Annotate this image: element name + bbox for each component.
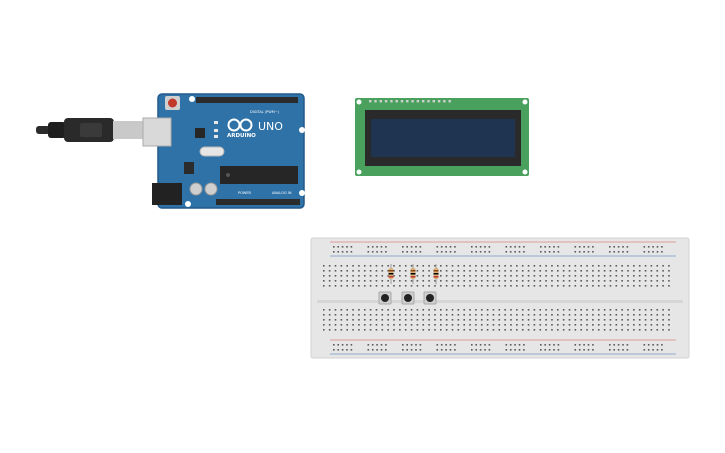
chip-notch (226, 173, 230, 177)
resistor-3[interactable] (433, 264, 439, 284)
lcd-mount-hole-1 (356, 99, 362, 105)
power-label: POWER (238, 191, 252, 195)
arduino-model-label: UNO (258, 120, 283, 133)
pushbutton-3[interactable] (423, 291, 437, 305)
atmega-chip (220, 166, 298, 184)
reset-button[interactable] (168, 98, 177, 108)
pushbutton-2[interactable] (401, 291, 415, 305)
lcd-mount-hole-4 (522, 169, 528, 175)
usb-jack (142, 117, 172, 147)
usb-b-connector (113, 121, 143, 139)
lcd-pin-header (369, 100, 451, 103)
usb-strain-relief (48, 122, 66, 138)
breadboard[interactable] (310, 237, 690, 359)
usb-plug-tip (36, 126, 50, 134)
power-analog-header (216, 199, 300, 205)
lcd-mount-hole-3 (356, 169, 362, 175)
led-tx (214, 129, 218, 132)
voltage-regulator (184, 162, 194, 174)
capacitor-1 (189, 182, 203, 196)
usb-interface-chip (195, 128, 205, 138)
mount-hole-4 (185, 201, 191, 207)
digital-pins-label: DIGITAL (PWM~) (250, 110, 280, 114)
arduino-uno-board[interactable]: ARDUINO UNO DIGITAL (PWM~) POWER ANALOG … (142, 93, 305, 209)
resistor-2[interactable] (410, 264, 416, 284)
analog-in-label: ANALOG IN (272, 191, 292, 195)
breadboard-center-channel (317, 300, 683, 303)
usb-cable[interactable] (36, 118, 143, 142)
usb-logo-plate (80, 123, 102, 137)
mount-hole-3 (299, 190, 305, 196)
crystal-oscillator (199, 146, 225, 157)
capacitor-2 (204, 182, 218, 196)
arduino-infinity-logo (227, 118, 253, 132)
mount-hole-2 (299, 127, 305, 133)
lcd-screen (371, 119, 515, 157)
power-jack (152, 183, 182, 205)
lcd-mount-hole-2 (522, 99, 528, 105)
lcd-16x2[interactable] (355, 98, 529, 176)
breadboard-body (310, 237, 690, 359)
resistor-1[interactable] (388, 264, 394, 284)
arduino-logo-text: ARDUINO (227, 133, 256, 139)
pushbutton-1[interactable] (378, 291, 392, 305)
digital-header (196, 97, 298, 103)
led-rx (214, 135, 218, 138)
mount-hole-1 (189, 96, 195, 102)
led-l (214, 121, 218, 124)
